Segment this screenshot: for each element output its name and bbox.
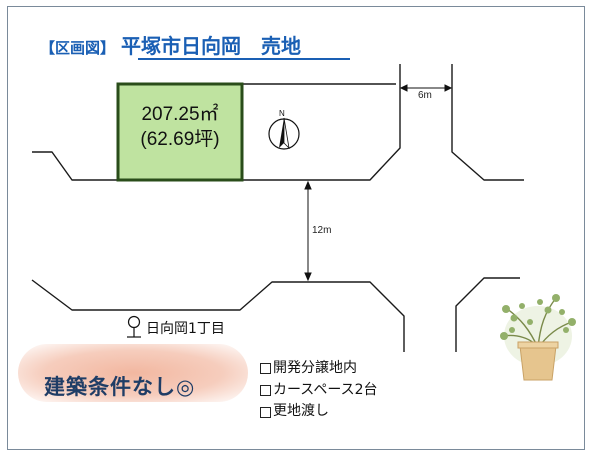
title-underline: [138, 58, 350, 60]
potted-plant-image: [500, 294, 576, 381]
conditions-list: 開発分譲地内 カースペース2台 更地渡し: [260, 358, 378, 423]
condition-text: カースペース2台: [273, 381, 378, 398]
checkbox-icon: [260, 363, 271, 375]
location-pin-icon: [127, 315, 141, 338]
condition-item: 更地渡し: [260, 401, 378, 423]
drawing-frame: [7, 6, 585, 450]
condition-badge-text: 建築条件なし◎: [44, 375, 196, 399]
dimension-label-6m: 6m: [418, 90, 432, 101]
plot-area: [116, 82, 244, 182]
location-label: 日向岡1丁目: [146, 321, 225, 337]
title-main: 平塚市日向岡 売地: [121, 34, 302, 58]
block-boundary-lower-right: [455, 277, 520, 352]
dimension-6m: [399, 84, 453, 92]
plot-area-label: 207.25㎡ (62.69坪): [118, 103, 242, 152]
checkbox-icon: [260, 385, 271, 397]
plot-area-sqm: 207.25㎡: [141, 104, 219, 125]
block-boundary-lower: [31, 279, 405, 352]
condition-badge: [18, 344, 248, 402]
checkbox-icon: [260, 406, 271, 418]
condition-item: カースペース2台: [260, 380, 378, 402]
dimension-12m: [304, 180, 312, 282]
dimension-label-12m: 12m: [312, 225, 332, 236]
condition-item: 開発分譲地内: [260, 358, 378, 380]
north-compass: N: [268, 109, 300, 150]
compass-label: N: [279, 109, 285, 118]
condition-text: 開発分譲地内: [273, 360, 357, 376]
title-prefix: 【区画図】: [40, 39, 116, 57]
condition-text: 更地渡し: [273, 403, 329, 420]
page-title: 【区画図】平塚市日向岡 売地: [40, 30, 301, 59]
plot-area-tsubo: (62.69坪): [140, 128, 220, 150]
block-boundary-right: [451, 64, 524, 181]
